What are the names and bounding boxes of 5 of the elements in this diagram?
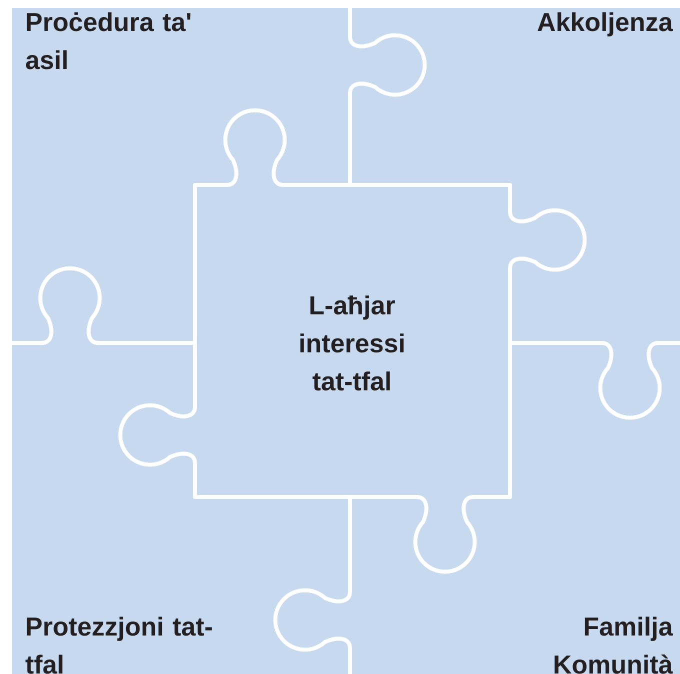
piece-label: Familja Komunità xyxy=(554,616,673,674)
piece-label: L-aħjar interessi tat-tfal xyxy=(300,295,404,391)
piece-label: Akkoljenza xyxy=(538,12,673,36)
piece-label: Proċedura ta' asil xyxy=(26,12,190,70)
piece-label: Protezzjoni tat-tfal xyxy=(26,616,212,674)
